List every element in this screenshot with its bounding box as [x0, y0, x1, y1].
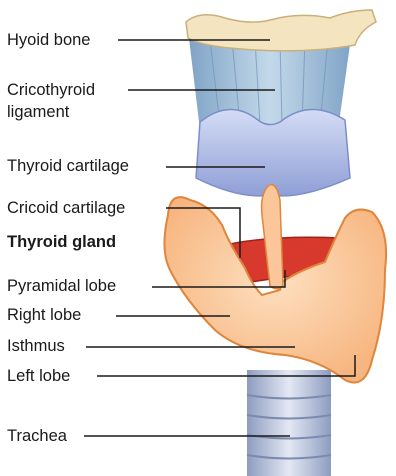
hyoid-bone-shape — [186, 10, 376, 51]
label-cricothyroid: Cricothyroid — [7, 80, 95, 101]
label-right-lobe: Right lobe — [7, 305, 81, 326]
thyroid-gland-shape — [164, 185, 386, 383]
label-hyoid-bone: Hyoid bone — [7, 30, 90, 51]
label-thyroid-cartilage: Thyroid cartilage — [7, 156, 129, 177]
label-cricoid-cartilage: Cricoid cartilage — [7, 198, 125, 219]
label-trachea: Trachea — [7, 426, 67, 447]
label-pyramidal-lobe: Pyramidal lobe — [7, 276, 116, 297]
label-thyroid-gland: Thyroid gland — [7, 232, 116, 253]
trachea-shape — [247, 370, 331, 476]
label-isthmus: Isthmus — [7, 336, 65, 357]
label-left-lobe: Left lobe — [7, 366, 70, 387]
label-cricothyroid-ligament: ligament — [7, 102, 69, 123]
